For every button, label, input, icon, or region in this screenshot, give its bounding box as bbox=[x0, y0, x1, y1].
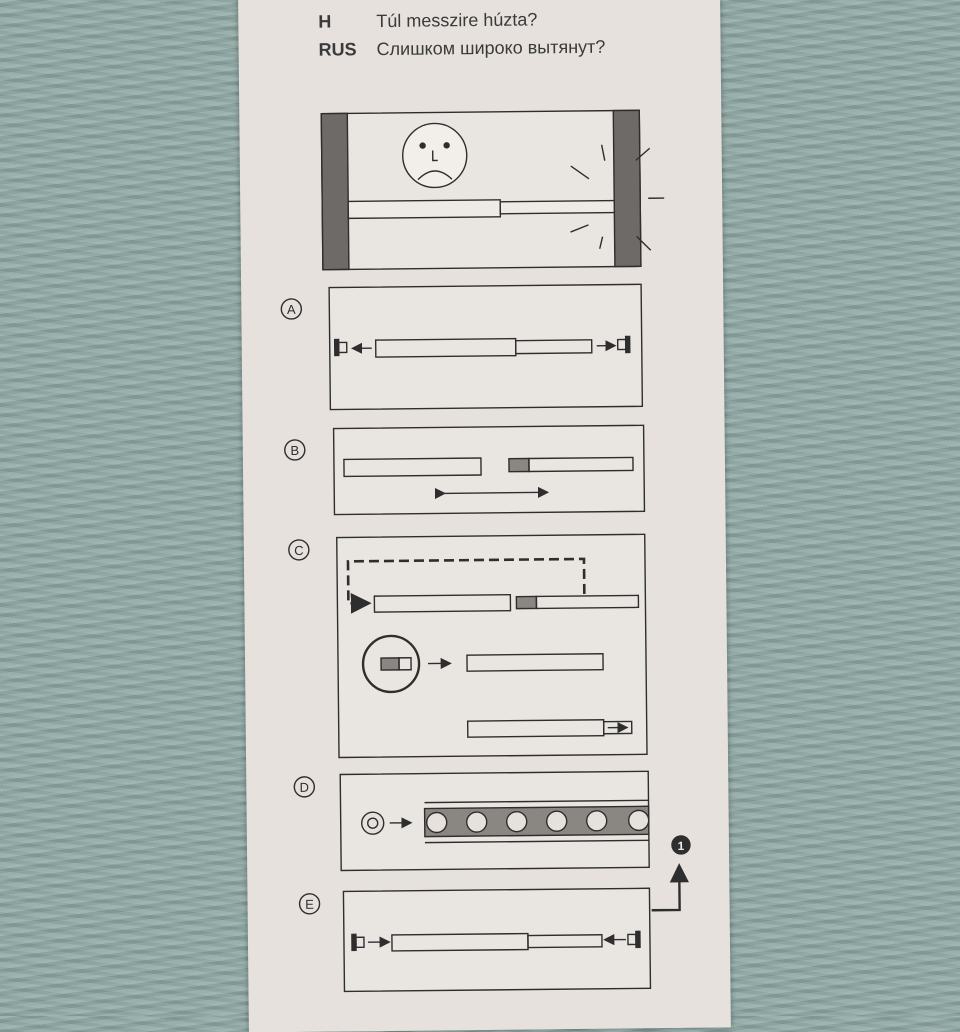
step-a: A bbox=[281, 284, 642, 410]
step-d-badge: D bbox=[294, 777, 314, 797]
step-c: C bbox=[289, 534, 647, 758]
step-label: B bbox=[290, 443, 299, 458]
step-label: C bbox=[294, 543, 304, 558]
carpet-background-left bbox=[0, 0, 240, 1016]
rod-outer-tube bbox=[348, 200, 500, 219]
step-b: B bbox=[285, 425, 645, 515]
threaded-rod-detail bbox=[425, 806, 649, 836]
sad-face-icon bbox=[402, 123, 467, 188]
warning-panel bbox=[321, 110, 665, 270]
step-label: E bbox=[305, 897, 314, 912]
step-label: D bbox=[300, 780, 310, 795]
threaded-connector bbox=[509, 459, 529, 472]
end-cap-icon bbox=[362, 812, 384, 834]
step-c-badge: C bbox=[289, 540, 309, 560]
threaded-connector bbox=[516, 596, 536, 608]
marker-number: 1 bbox=[678, 839, 685, 853]
right-wall bbox=[613, 110, 641, 266]
next-step-marker: 1 bbox=[651, 836, 691, 910]
instruction-illustrations: A B bbox=[238, 0, 731, 1032]
rod-inner-tube bbox=[500, 201, 614, 214]
step-a-badge: A bbox=[281, 299, 301, 319]
step-d: D bbox=[294, 771, 649, 871]
threaded-connector bbox=[381, 658, 399, 670]
instruction-leaflet: P H Túl messzire húzta? RUS Слишком широ… bbox=[238, 0, 731, 1032]
step-label: A bbox=[287, 302, 296, 317]
left-wall bbox=[321, 113, 349, 269]
step-e-badge: E bbox=[299, 894, 319, 914]
step-e: E bbox=[299, 888, 650, 992]
step-b-badge: B bbox=[285, 440, 305, 460]
carpet-background-right bbox=[720, 0, 960, 1016]
